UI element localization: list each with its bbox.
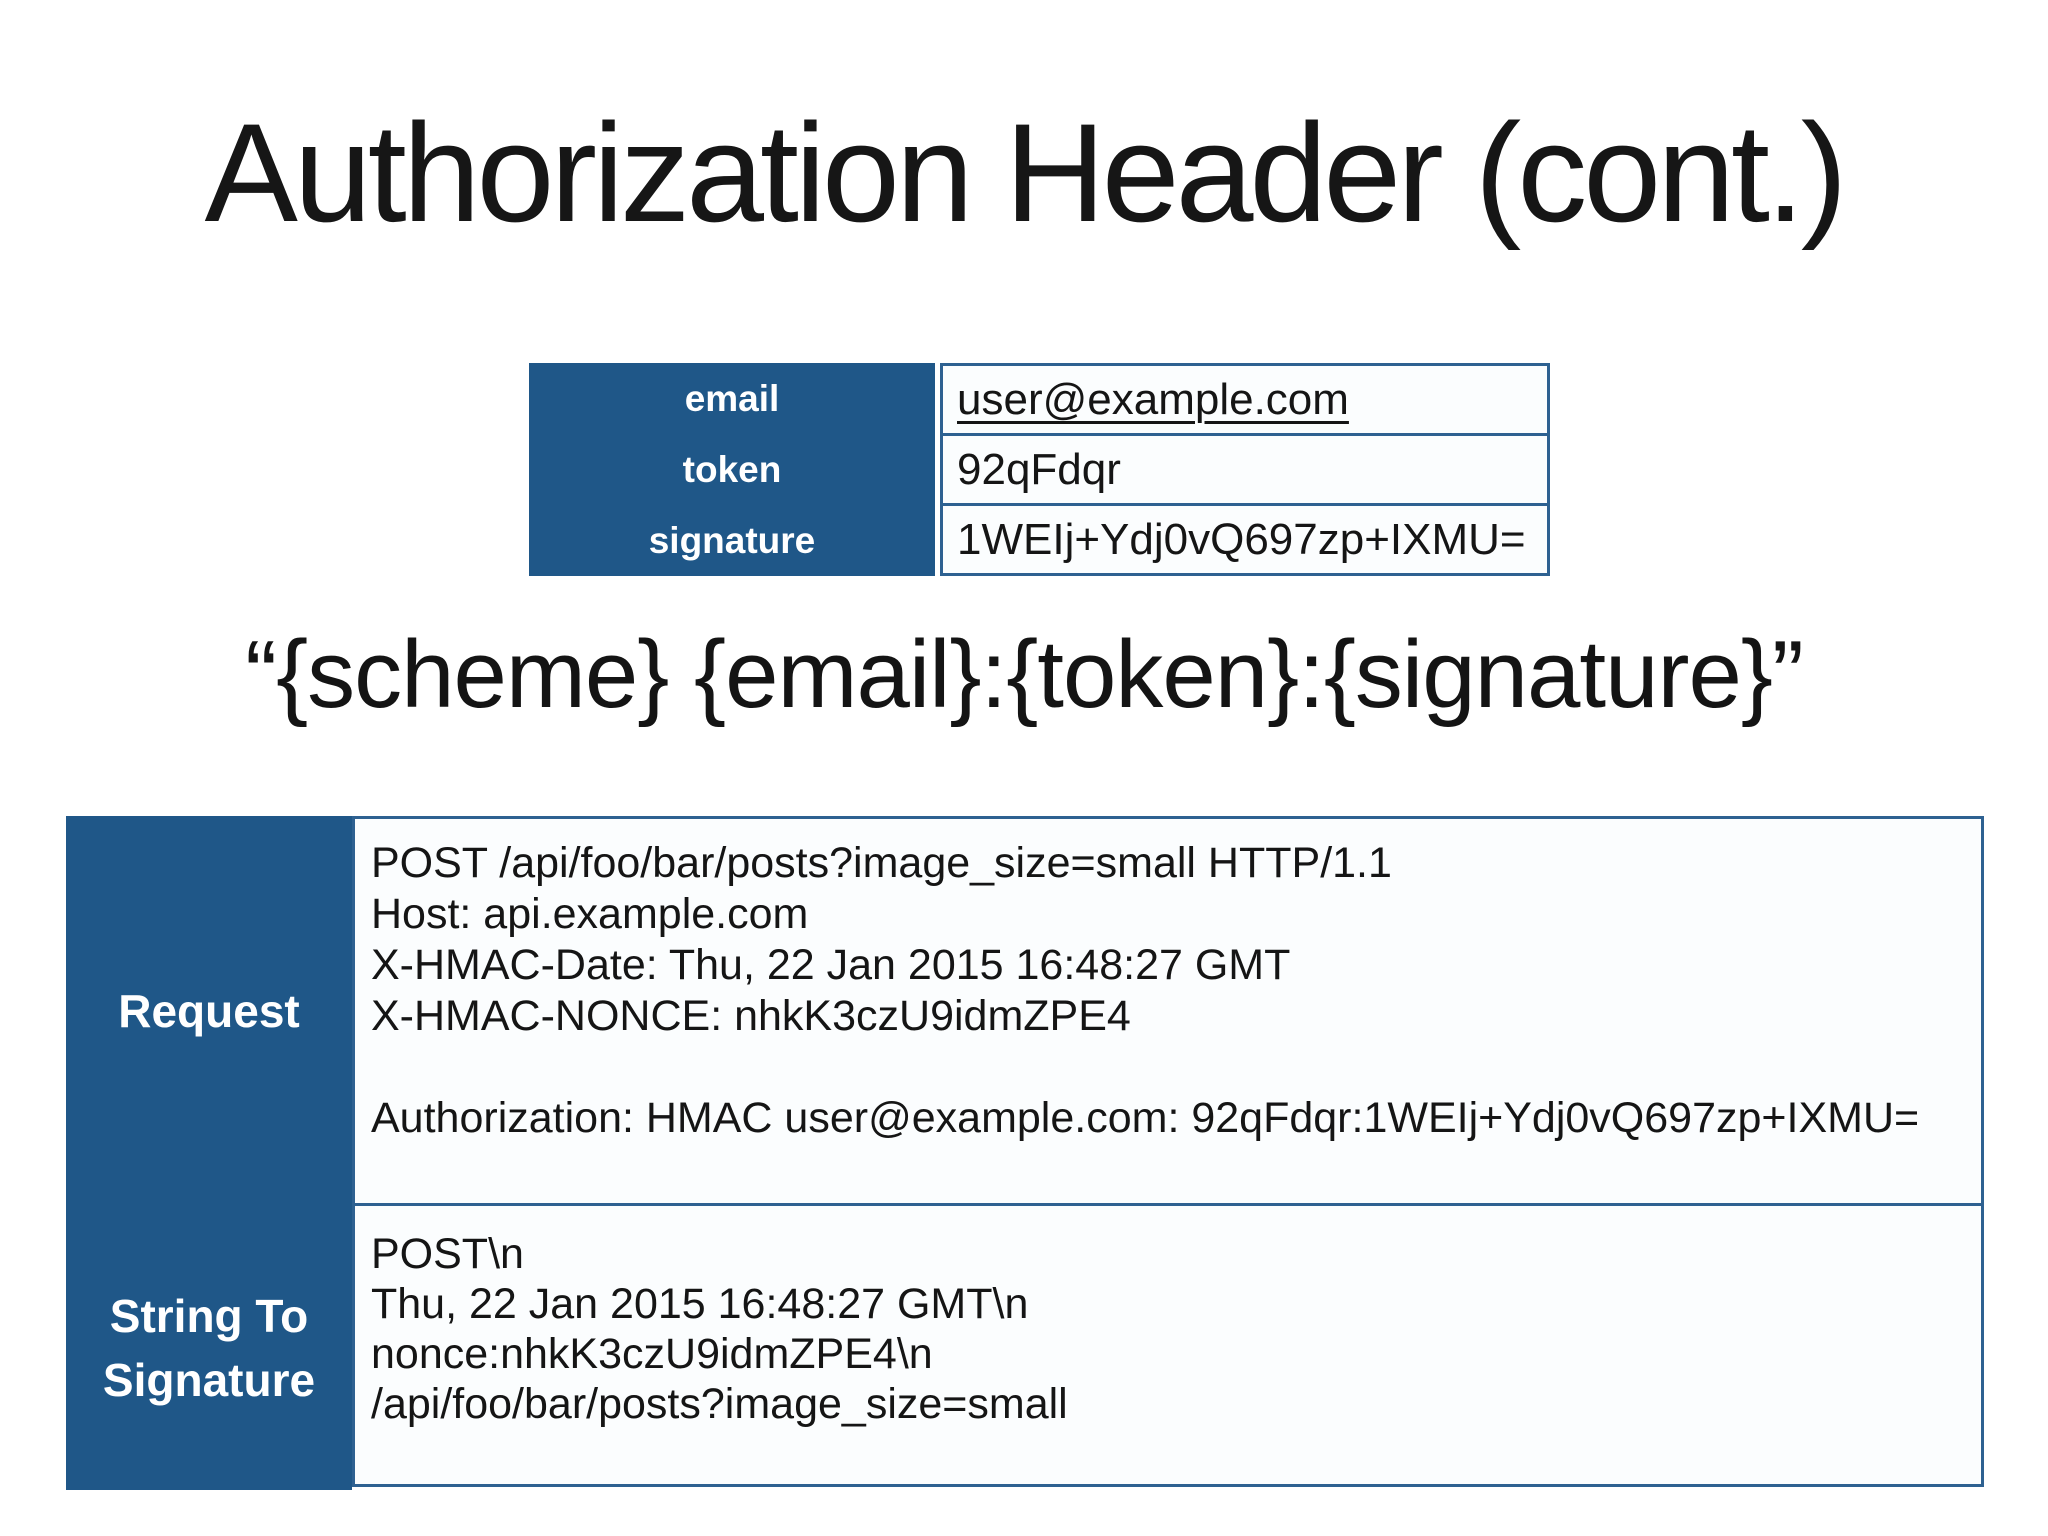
code-line: POST\n xyxy=(371,1230,524,1278)
code-line: X-HMAC-Date: Thu, 22 Jan 2015 16:48:27 G… xyxy=(371,941,1291,989)
code-line xyxy=(371,1042,1971,1093)
code-line: Host: api.example.com xyxy=(371,890,809,938)
request-content: POST /api/foo/bar/posts?image_size=small… xyxy=(352,816,1984,1206)
code-line: POST /api/foo/bar/posts?image_size=small… xyxy=(371,839,1392,887)
code-line: /api/foo/bar/posts?image_size=small xyxy=(371,1380,1068,1428)
string-to-signature-row-label: String To Signature xyxy=(102,1290,316,1406)
http-table-content-column: POST /api/foo/bar/posts?image_size=small… xyxy=(352,816,1984,1490)
page-title: Authorization Header (cont.) xyxy=(204,94,1848,251)
code-line: nonce:nhkK3czU9idmZPE4\n xyxy=(371,1330,933,1378)
email-row-label: email xyxy=(684,377,780,419)
token-row-label: token xyxy=(682,448,782,490)
signature-row-label: signature xyxy=(648,519,816,561)
code-line: Authorization: HMAC user@example.com: 92… xyxy=(371,1094,1920,1142)
credentials-value-column: user@example.com 92qFdqr 1WEIj+Ydj0vQ697… xyxy=(940,363,1550,576)
signature-value-cell: 1WEIj+Ydj0vQ697zp+IXMU= xyxy=(940,503,1550,576)
request-row-label: Request xyxy=(118,985,300,1037)
code-line: X-HMAC-NONCE: nhkK3czU9idmZPE4 xyxy=(371,992,1131,1040)
http-table-label-column: Request String To Signature xyxy=(66,816,352,1490)
email-value-link[interactable]: user@example.com xyxy=(957,374,1349,424)
credentials-label-column: email token signature xyxy=(529,363,935,576)
credentials-table: email token signature user@example.com 9… xyxy=(529,363,1550,576)
token-value-cell: 92qFdqr xyxy=(940,433,1550,506)
http-table: Request String To Signature POST /api/fo… xyxy=(66,816,1984,1490)
code-line: Thu, 22 Jan 2015 16:48:27 GMT\n xyxy=(371,1280,1029,1328)
scheme-format-text: “{scheme} {email}:{token}:{signature}” xyxy=(245,621,1804,728)
email-value-cell: user@example.com xyxy=(940,363,1550,436)
